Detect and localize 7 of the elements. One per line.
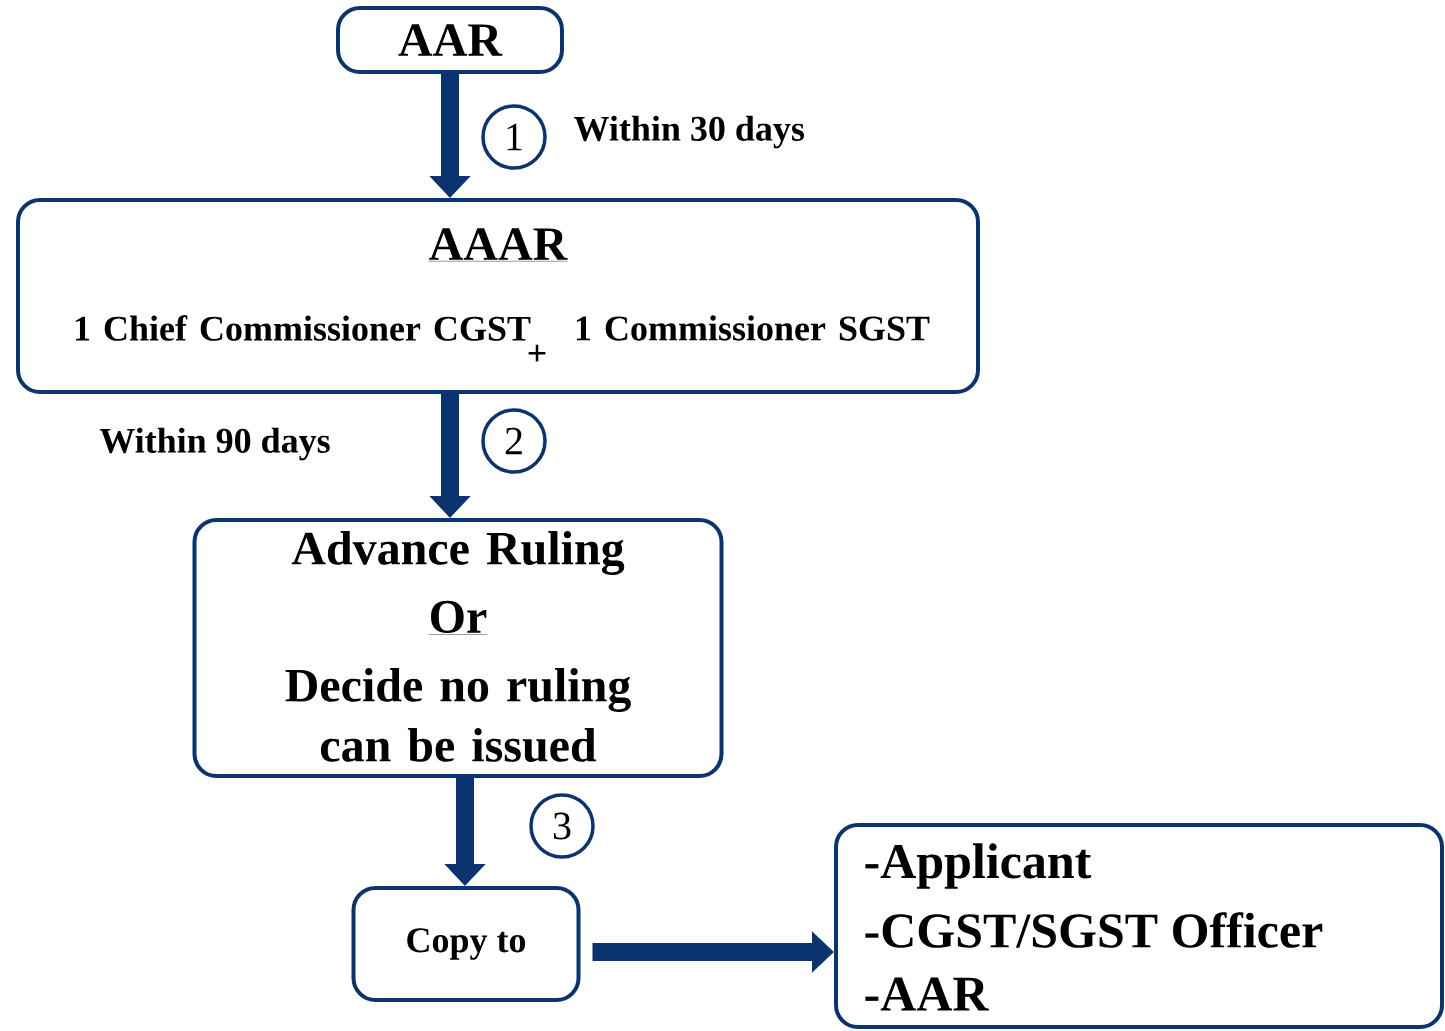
- process-box: AAAR 1 Chief Commissioner CGST + 1 Commissioner SGST: [16, 198, 980, 394]
- process-box: -Applicant -CGST/SGST Officer -AAR: [834, 823, 1444, 1029]
- duration-label: Within 30 days: [574, 115, 805, 149]
- duration-label: Within 90 days: [99, 427, 330, 461]
- process-box: Copy to: [351, 886, 581, 1002]
- process-box: AAR: [336, 6, 564, 74]
- process-box: Advance Ruling Or Decide no ruling can be issued: [192, 518, 724, 778]
